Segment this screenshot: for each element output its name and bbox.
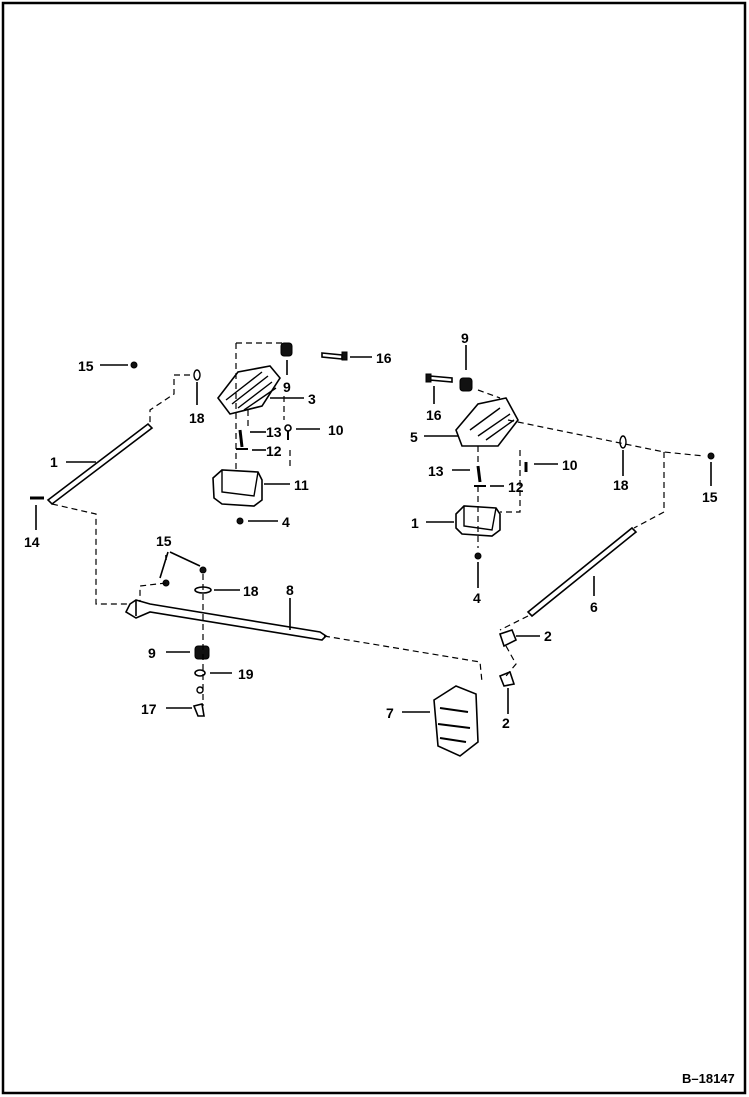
screw-10-left-head (284, 424, 292, 432)
connector-2-lower (498, 670, 516, 687)
callout-17: 17 (141, 701, 157, 717)
nut-4-left (236, 517, 244, 525)
bolt-16-head-right (425, 373, 432, 383)
callout-2b: 2 (502, 715, 510, 731)
callout-15b: 15 (156, 533, 172, 549)
valve-7-detail (437, 707, 471, 743)
dash-bar-3 (323, 635, 483, 683)
connector-2-upper (498, 629, 518, 648)
valve-7 (433, 685, 479, 757)
callout-10a: 10 (328, 422, 344, 438)
nut-15-lower-b (199, 566, 207, 574)
washer-19 (194, 669, 206, 677)
pedal-5-shape (455, 397, 519, 447)
pedal-3-tread (225, 371, 277, 411)
callout-15c: 15 (702, 489, 718, 505)
dash-left-2 (149, 374, 190, 424)
left-rod-assembly (30, 422, 154, 605)
valve-assembly (402, 629, 540, 757)
callout-12a: 12 (266, 443, 282, 459)
bracket-11 (212, 469, 263, 507)
callout-4a: 4 (282, 514, 290, 530)
callout-18a: 18 (189, 410, 205, 426)
ring-lower (196, 686, 204, 694)
bushing-9-left (280, 342, 293, 357)
screw-13-right (476, 465, 482, 483)
dash-right-3 (477, 446, 521, 548)
dash-left-3 (247, 396, 291, 470)
figure-reference: B–18147 (682, 1071, 735, 1086)
callout-18b: 18 (243, 583, 259, 599)
lead-15b (159, 551, 201, 579)
callout-19: 19 (238, 666, 254, 682)
callout-18c: 18 (613, 477, 629, 493)
callout-1b: 1 (411, 515, 419, 531)
callout-1a: 1 (50, 454, 58, 470)
callout-9b: 9 (148, 645, 156, 661)
callout-6: 6 (590, 599, 598, 615)
bolt-16-head-left (341, 351, 348, 361)
rod-6-right (526, 526, 638, 618)
callout-3: 3 (308, 391, 316, 407)
dash-right-1 (477, 389, 705, 457)
callout-4b: 4 (473, 590, 481, 606)
bushing-9-lower (194, 645, 210, 660)
callout-15a: 15 (78, 358, 94, 374)
right-pedal-assembly (424, 345, 715, 588)
callout-10b: 10 (562, 457, 578, 473)
pedal-5-tread (469, 407, 515, 441)
callout-16a: 16 (376, 350, 392, 366)
dash-rod-1 (51, 503, 130, 605)
callout-13b: 13 (428, 463, 444, 479)
bushing-9-right (459, 377, 473, 392)
dash-rod-6 (499, 615, 529, 631)
callout-8: 8 (286, 582, 294, 598)
screw-13-left (238, 429, 244, 448)
bolt-17 (192, 703, 205, 717)
dash-bar-1 (139, 582, 167, 602)
callout-9a: 9 (283, 379, 291, 395)
callout-12b: 12 (508, 479, 524, 495)
bolt-16-right (429, 375, 453, 383)
bracket-11-inner (221, 470, 259, 497)
dash-left-1 (235, 342, 282, 470)
bar-8 (124, 599, 328, 641)
callout-14: 14 (24, 534, 40, 550)
callout-13a: 13 (266, 424, 282, 440)
left-pedal-assembly (100, 342, 372, 525)
callout-5: 5 (410, 429, 418, 445)
nut-15-right (707, 452, 715, 460)
rod-1-left (46, 422, 154, 506)
pin-18-right (619, 435, 627, 449)
bar-8-assembly (124, 551, 483, 717)
callout-7: 7 (386, 705, 394, 721)
callout-11: 11 (294, 477, 309, 493)
pin-18-left (193, 369, 201, 381)
right-rod-assembly (499, 526, 638, 631)
nut-4-right (474, 552, 482, 560)
dash-valve (505, 645, 517, 677)
callout-9c: 9 (461, 330, 469, 346)
dash-right-2 (633, 452, 665, 529)
callout-16b: 16 (426, 407, 442, 423)
nut-15-left (130, 361, 138, 369)
bolt-16-left (321, 352, 343, 360)
callout-2a: 2 (544, 628, 552, 644)
